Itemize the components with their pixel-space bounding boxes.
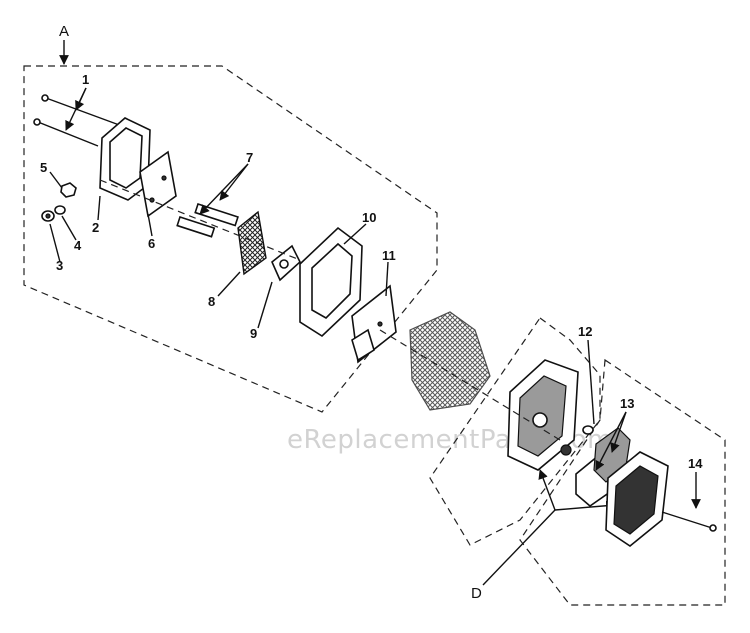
group-a-boundary [23,65,438,413]
group-d-leader [482,509,556,586]
group-a-label: A [59,23,69,40]
callout-8: 8 [208,294,215,309]
part-12-seal [560,425,594,456]
part-5-nut [60,182,77,198]
callout-13: 13 [620,396,634,411]
callout-1: 1 [82,72,89,87]
group-d-label: D [471,585,482,602]
callout-9: 9 [250,326,257,341]
part-14-bolt [661,511,717,532]
callout-12: 12 [578,324,592,339]
group-right-boundary [519,358,726,606]
group-d-boundary [429,317,601,546]
callout-2: 2 [92,220,99,235]
callout-6: 6 [148,236,155,251]
housing-base [507,359,579,471]
callout-11: 11 [382,248,396,263]
group-d-arrow-1 [538,469,556,511]
part-3-washer [41,210,55,222]
part-10-filter-element [299,226,363,338]
part-4-lock-washer [54,205,66,215]
callout-3: 3 [56,258,63,273]
part-1-screws [33,94,123,147]
part-9-gasket [271,244,301,282]
callout-leaders [49,87,701,509]
callout-10: 10 [362,210,376,225]
callout-7: 7 [246,150,253,165]
carburetor-body [409,311,491,411]
callout-4: 4 [74,238,82,253]
part-8-screen [237,210,267,276]
callout-5: 5 [40,160,47,175]
callout-14: 14 [688,456,703,471]
group-d-arrow-2 [554,500,616,511]
part-11-back-plate [351,284,397,364]
filter-cover [605,451,669,547]
